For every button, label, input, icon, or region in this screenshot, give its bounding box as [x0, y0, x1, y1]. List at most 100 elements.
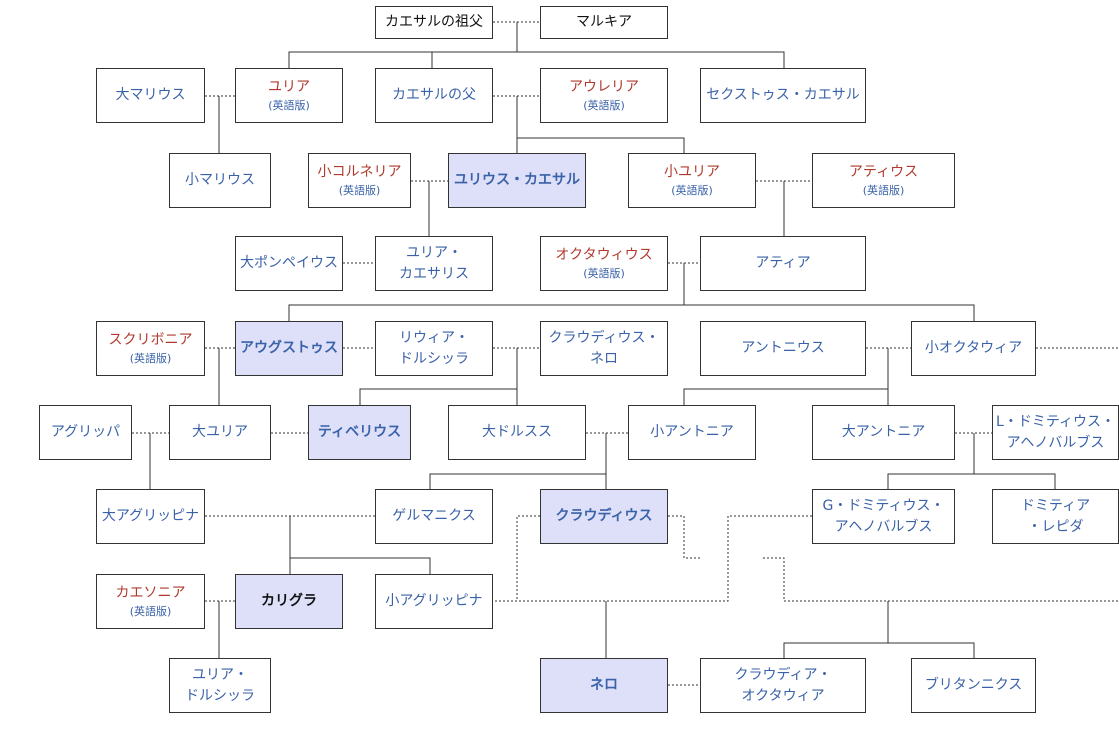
person-name-line: ドミティア — [1020, 498, 1091, 515]
person-name-line: 大ポンペイウス — [240, 255, 338, 272]
person-caesonia[interactable]: カエソニア(英語版) — [96, 574, 205, 629]
person-julia-minor[interactable]: 小ユリア (英語版) — [628, 153, 756, 208]
person-name-line: アグリッパ — [50, 424, 121, 441]
person-agrippa[interactable]: アグリッパ — [39, 405, 132, 460]
descent-line — [683, 388, 889, 405]
person-caligula[interactable]: カリグラ — [235, 574, 343, 629]
english-version-note: (英語版) — [671, 183, 713, 197]
person-name-line: 小コルネリア — [317, 163, 402, 180]
person-drusus-elder[interactable]: 大ドルスス — [448, 405, 586, 460]
person-marius-elder[interactable]: 大マリウス — [96, 68, 205, 123]
descent-line — [517, 137, 685, 153]
person-name-line: オクタウィウス — [555, 246, 653, 263]
person-octavius[interactable]: オクタウィウス(英語版) — [540, 236, 668, 291]
person-marcia[interactable]: マルキア — [540, 6, 668, 39]
person-name-line: クラウディウス — [555, 508, 653, 525]
person-livia[interactable]: リウィア・ドルシッラ — [375, 321, 493, 376]
person-domitia-lepida[interactable]: ドミティア・レピダ — [992, 489, 1119, 544]
person-name-line: ・レピダ — [1027, 518, 1084, 535]
english-version-note: (英語版) — [583, 98, 625, 112]
person-augustus[interactable]: アウグストゥス — [235, 321, 343, 376]
english-version-note: (英語版) — [338, 183, 381, 197]
person-name-line: カエサルの父 — [392, 87, 476, 104]
marriage-line — [493, 515, 812, 602]
person-julia-elder[interactable]: 大ユリア — [169, 405, 271, 460]
person-name-line: カエサリス — [399, 265, 469, 282]
marriage-line — [763, 557, 1119, 602]
descent-line — [429, 473, 607, 489]
person-julius-caesar[interactable]: ユリウス・カエサル — [448, 153, 586, 208]
person-julia-drusilla[interactable]: ユリア・ドルシッラ — [169, 658, 271, 713]
person-name-line: アヘノバルブス — [834, 518, 933, 535]
person-name-line: マルキア — [576, 14, 632, 31]
person-l-domitius-ahenobarbus[interactable]: L・ドミティウス・アヘノバルブス — [992, 405, 1119, 460]
person-caesar-father[interactable]: カエサルの父 — [375, 68, 493, 123]
person-name-line: 大ドルスス — [482, 424, 552, 441]
person-antonia-minor[interactable]: 小アントニア — [628, 405, 756, 460]
person-name-line: 小オクタウィア — [924, 340, 1023, 357]
descent-line — [288, 51, 785, 68]
person-name-line: ブリタンニクス — [924, 677, 1023, 694]
descent-line — [290, 557, 431, 574]
person-name-line: セクストゥス・カエサル — [706, 87, 860, 104]
person-julia-caesaris[interactable]: ユリア・カエサリス — [375, 236, 493, 291]
person-marius-younger[interactable]: 小マリウス — [169, 153, 271, 208]
person-atia[interactable]: アティア — [700, 236, 866, 291]
person-britannicus[interactable]: ブリタンニクス — [911, 658, 1036, 713]
person-antonia-major[interactable]: 大アントニア — [812, 405, 955, 460]
person-name-line: ドルシッラ — [399, 350, 469, 367]
person-name-line: アウレリア — [569, 78, 639, 95]
person-claudius[interactable]: クラウディウス — [540, 489, 668, 544]
person-julia[interactable]: ユリア(英語版) — [235, 68, 343, 123]
person-name-line: 小アントニア — [650, 424, 734, 441]
person-name-line: ドルシッラ — [185, 687, 255, 704]
person-name-line: ゲルマニクス — [392, 508, 476, 525]
person-germanicus[interactable]: ゲルマニクス — [375, 489, 493, 544]
person-tiberius[interactable]: ティベリウス — [308, 405, 411, 460]
marriage-line — [668, 515, 700, 559]
person-g-domitius-ahenobarbus[interactable]: G・ドミティウス・アヘノバルブス — [812, 489, 955, 544]
person-pompey[interactable]: 大ポンペイウス — [235, 236, 343, 291]
person-name-line: ユリウス・カエサル — [454, 172, 580, 189]
person-nero[interactable]: ネロ — [540, 658, 668, 713]
person-sextus-caesar[interactable]: セクストゥス・カエサル — [700, 68, 866, 123]
person-claudia-octavia[interactable]: クラウディア・オクタウィア — [700, 658, 866, 713]
person-name-line: オクタウィア — [741, 687, 825, 704]
marriage-line — [516, 515, 540, 601]
person-scribonia[interactable]: スクリボニア(英語版) — [96, 321, 205, 376]
person-claudius-nero[interactable]: クラウディウス・ネロ — [540, 321, 668, 376]
descent-line — [887, 473, 1056, 489]
person-name-line: 大アグリッピナ — [101, 508, 200, 525]
person-name-line: ユリア・ — [406, 245, 462, 262]
person-name-line: アントニウス — [741, 340, 825, 357]
person-name-line: アウグストゥス — [240, 340, 338, 357]
person-name-line: 小マリウス — [185, 172, 255, 189]
descent-line — [783, 642, 975, 658]
person-name-line: ネロ — [590, 350, 618, 367]
person-name-line: 大マリウス — [115, 87, 186, 104]
person-name-line: アティウス — [848, 163, 919, 180]
person-octavia-minor[interactable]: 小オクタウィア — [911, 321, 1036, 376]
person-cornelia[interactable]: 小コルネリア (英語版) — [308, 153, 411, 208]
person-caesar-grandfather[interactable]: カエサルの祖父 — [375, 6, 493, 39]
person-name-line: カエソニア — [115, 584, 186, 601]
person-name-line: 小アグリッピナ — [385, 593, 483, 610]
person-name-line: スクリボニア — [108, 331, 193, 348]
person-antonius[interactable]: アントニウス — [700, 321, 866, 376]
person-name-line: G・ドミティウス・ — [822, 498, 945, 515]
person-name-line: L・ドミティウス・ — [996, 414, 1115, 431]
english-version-note: (英語版) — [862, 183, 905, 197]
person-name-line: ネロ — [590, 677, 618, 694]
person-name-line: リウィア・ — [399, 330, 469, 347]
person-name-line: クラウディア・ — [734, 667, 832, 684]
person-name-line: 小ユリア — [664, 163, 720, 180]
person-agrippina-younger[interactable]: 小アグリッピナ — [375, 574, 493, 629]
person-agrippina-elder[interactable]: 大アグリッピナ — [96, 489, 205, 544]
person-name-line: アティア — [755, 255, 811, 272]
person-atius[interactable]: アティウス (英語版) — [812, 153, 955, 208]
person-name-line: アヘノバルブス — [1006, 434, 1105, 451]
person-aurelia[interactable]: アウレリア (英語版) — [540, 68, 668, 123]
descent-line — [359, 388, 518, 405]
english-version-note: (英語版) — [268, 98, 310, 112]
